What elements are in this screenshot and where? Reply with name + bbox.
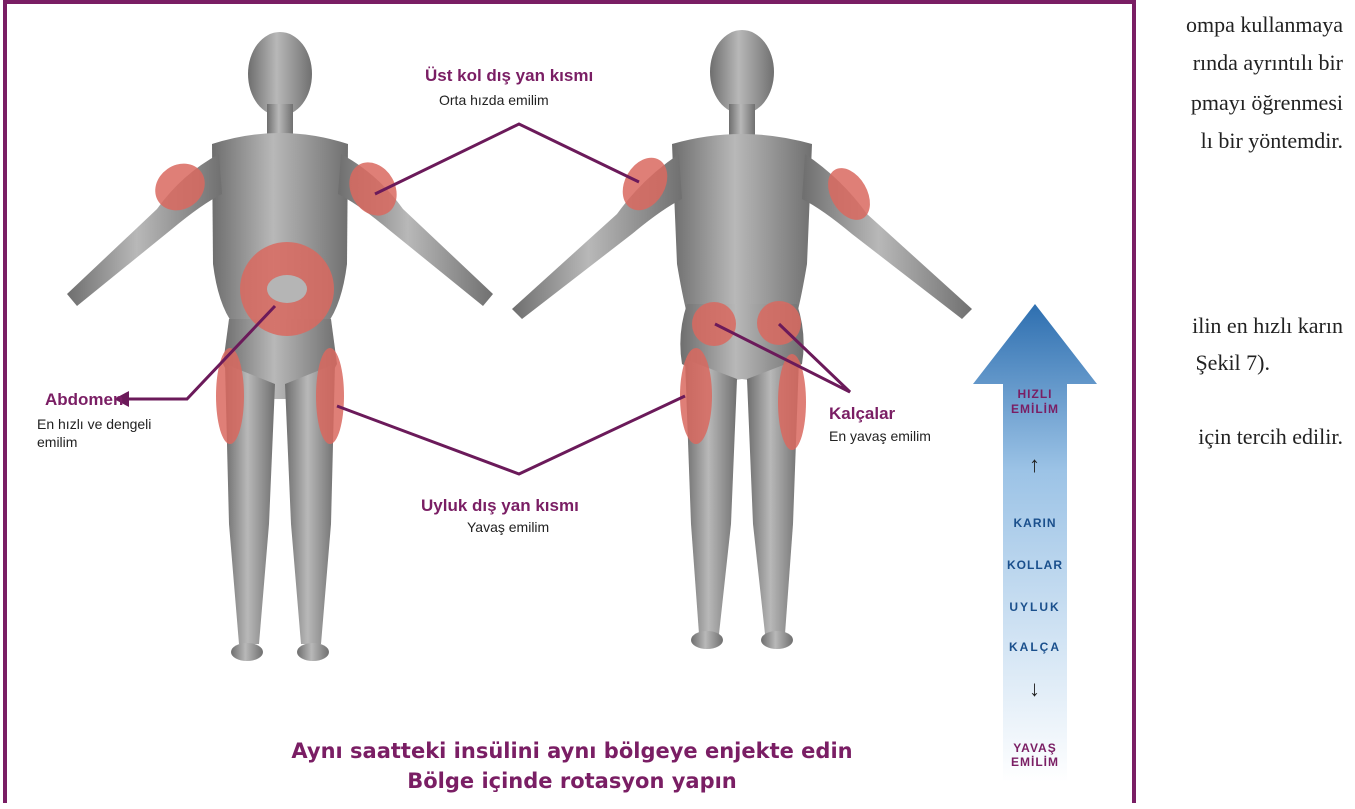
front-thigh-zone-left	[316, 348, 344, 444]
body-text-line: Şekil 7).	[1195, 350, 1270, 376]
slow-absorption-label-2: EMİLİM	[973, 755, 1097, 769]
body-text-line: ilin en hızlı karın	[1192, 313, 1343, 339]
upper-arm-sublabel: Orta hızda emilim	[439, 92, 549, 108]
thigh-leader	[337, 396, 685, 474]
fast-absorption-label-2: EMİLİM	[973, 402, 1097, 416]
abdomen-label: Abdomen	[45, 390, 123, 410]
down-arrow-icon: ↓	[973, 676, 1097, 702]
navel-area	[267, 275, 307, 303]
back-body-figure	[512, 30, 972, 649]
buttocks-sublabel: En yavaş emilim	[829, 428, 931, 444]
caption-line-2: Bölge içinde rotasyon yapın	[247, 769, 897, 793]
slow-absorption-label-1: YAVAŞ	[973, 741, 1097, 755]
upper-arm-leader	[375, 124, 639, 194]
body-text-line: rında ayrıntılı bir	[1193, 50, 1343, 76]
buttock-zone-right	[692, 302, 736, 346]
body-text-line: lı bir yöntemdir.	[1201, 128, 1343, 154]
body-text-line: ompa kullanmaya	[1186, 12, 1343, 38]
absorption-arrow	[973, 304, 1097, 782]
site-kollar: KOLLAR	[973, 558, 1097, 572]
body-text-line: için tercih edilir.	[1198, 424, 1343, 450]
front-body-figure	[67, 32, 493, 661]
upper-arm-label: Üst kol dış yan kısmı	[425, 66, 593, 86]
body-text-line: pmayı öğrenmesi	[1191, 90, 1343, 116]
thigh-label: Uyluk dış yan kısmı	[421, 496, 579, 516]
site-uyluk: UYLUK	[973, 600, 1097, 614]
site-kalca: KALÇA	[973, 640, 1097, 654]
figure-frame: Üst kol dış yan kısmı Orta hızda emilim …	[3, 0, 1136, 803]
buttocks-label: Kalçalar	[829, 404, 895, 424]
thigh-sublabel: Yavaş emilim	[467, 519, 549, 535]
body-text-column: ompa kullanmaya rında ayrıntılı bir pmay…	[1136, 0, 1355, 809]
caption-line-1: Aynı saatteki insülini aynı bölgeye enje…	[247, 739, 897, 763]
abdomen-sublabel-2: emilim	[37, 434, 77, 450]
abdomen-sublabel-1: En hızlı ve dengeli	[37, 416, 151, 432]
up-arrow-icon: ↑	[973, 452, 1097, 478]
site-karin: KARIN	[973, 516, 1097, 530]
body-diagram	[7, 4, 1136, 803]
fast-absorption-label-1: HIZLI	[973, 387, 1097, 401]
